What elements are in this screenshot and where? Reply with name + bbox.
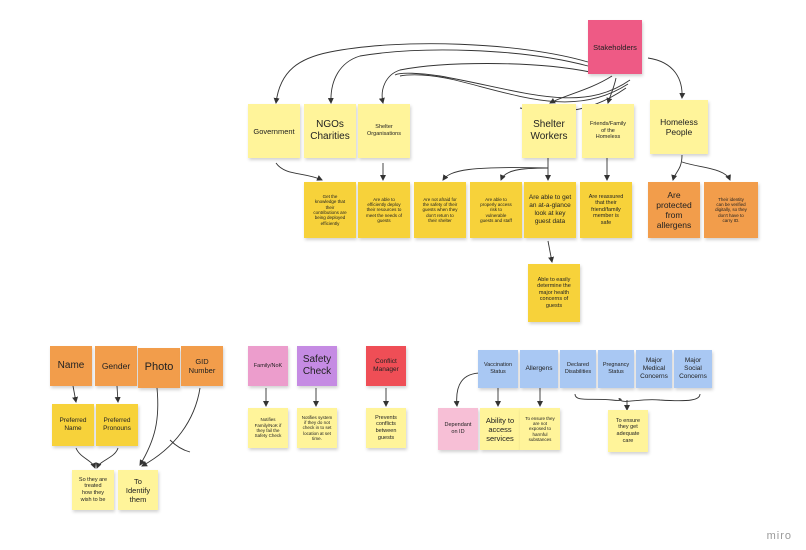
- sticky-ability-access-services[interactable]: Ability to access services: [480, 408, 520, 450]
- sticky-declared-disabilities[interactable]: Declared Disabilities: [560, 350, 596, 388]
- sticky-outcome-reassured[interactable]: Are reassured that their friend/family m…: [580, 182, 632, 238]
- connector-stakeholders-homeless: [647, 57, 686, 99]
- connector-homeless-b: [681, 161, 731, 181]
- sticky-adequate-care[interactable]: To ensure they get adequate care: [608, 410, 648, 452]
- sticky-government[interactable]: Government: [248, 104, 300, 158]
- connector-government-outcome: [275, 162, 323, 181]
- sticky-vaccination-status[interactable]: Vaccination Status: [478, 350, 518, 388]
- sticky-name[interactable]: Name: [50, 346, 92, 386]
- sticky-shelter-organisations[interactable]: Shelter Organisations: [358, 104, 410, 158]
- sticky-outcome-not-afraid[interactable]: Are not afraid for the safety of their g…: [414, 182, 466, 238]
- sticky-allergens[interactable]: Allergens: [520, 350, 558, 388]
- connector-stakeholders-shelter-orgs: [378, 63, 591, 104]
- connector-workers-c: [442, 167, 549, 181]
- sticky-photo[interactable]: Photo: [138, 348, 180, 388]
- sticky-gid-number[interactable]: GID Number: [181, 346, 223, 386]
- connector-glance-health: [547, 240, 555, 263]
- sticky-outcome-access-risk[interactable]: Are able to properly access risk to vuln…: [470, 182, 522, 238]
- connector-stakeholders-shelter-workers: [549, 75, 613, 104]
- sticky-shelter-workers[interactable]: Shelter Workers: [522, 104, 576, 158]
- sticky-ngos-charities[interactable]: NGOs Charities: [304, 104, 356, 158]
- sticky-stakeholders[interactable]: Stakeholders: [588, 20, 642, 74]
- connector-photo-ribbon: [169, 439, 191, 453]
- sticky-pregnancy-status[interactable]: Pregnancy Status: [598, 350, 634, 388]
- sticky-outcome-shelter-orgs[interactable]: Are able to efficiently deploy their res…: [358, 182, 410, 238]
- connector-preferred-treated: [75, 447, 97, 469]
- sticky-notifies-family[interactable]: Notifies Family/NoK if they fail the Saf…: [248, 408, 288, 448]
- sticky-family-nok[interactable]: Family/NoK: [248, 346, 288, 386]
- sticky-friends-family[interactable]: Friends/Family of the Homeless: [582, 104, 634, 158]
- connector-homeless-a: [671, 154, 683, 181]
- sticky-to-identify[interactable]: To Identify them: [118, 470, 158, 510]
- sticky-outcome-allergens[interactable]: Are protected from allergens: [648, 182, 700, 238]
- sticky-safety-check[interactable]: Safety Check: [297, 346, 337, 386]
- sticky-outcome-ngos[interactable]: Get the knowledge that their contributio…: [304, 182, 356, 238]
- connector-workers-a: [500, 167, 549, 181]
- sticky-notifies-system[interactable]: Notifies system if they do not check in …: [297, 408, 337, 448]
- sticky-preferred-name[interactable]: Preferred Name: [52, 404, 94, 446]
- connector-gender-pronouns: [114, 385, 121, 403]
- connector-photo-identify: [139, 387, 159, 466]
- sticky-not-exposed[interactable]: To ensure they are not exposed to harmfu…: [520, 408, 560, 450]
- connector-name-preferred: [72, 385, 79, 403]
- connector-ribbon-2: [399, 74, 629, 103]
- sticky-dependant-on-id[interactable]: Dependant on ID: [438, 408, 478, 450]
- miro-watermark: miro: [766, 530, 792, 542]
- connector-gid-identify: [141, 387, 201, 467]
- connector-brace: [574, 393, 701, 402]
- connector-ribbon-1: [394, 72, 631, 99]
- sticky-conflict-manager[interactable]: Conflict Manager: [366, 346, 406, 386]
- sticky-treated-as-wish[interactable]: So they are treated how they wish to be: [72, 470, 114, 510]
- sticky-outcome-health[interactable]: Able to easily determine the major healt…: [528, 264, 580, 322]
- connector-stakeholders-friends: [606, 77, 617, 104]
- sticky-prevents-conflicts[interactable]: Prevents conflicts between guests: [366, 408, 406, 448]
- sticky-major-medical[interactable]: Major Medical Concerns: [636, 350, 672, 388]
- connector-stakeholders-government: [273, 43, 589, 104]
- sticky-preferred-pronouns[interactable]: Preferred Pronouns: [96, 404, 138, 446]
- sticky-outcome-identity[interactable]: Their identity can be verified digitally…: [704, 182, 758, 238]
- sticky-major-social[interactable]: Major Social Concerns: [674, 350, 712, 388]
- connector-pronouns-treated: [95, 447, 119, 469]
- sticky-homeless-people[interactable]: Homeless People: [650, 100, 708, 154]
- sticky-outcome-at-a-glance[interactable]: Are able to get an at-a-glance look at k…: [524, 182, 576, 238]
- sticky-gender[interactable]: Gender: [95, 346, 137, 386]
- connector-stakeholders-ngos: [327, 49, 589, 104]
